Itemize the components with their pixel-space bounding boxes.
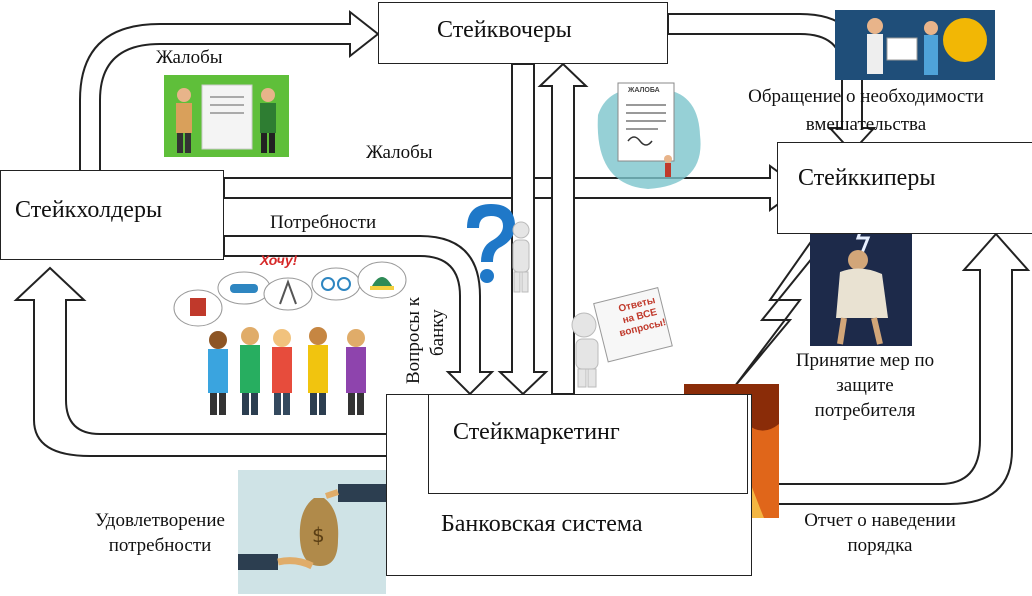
complaint-document-illustration: ЖАЛОБА xyxy=(588,75,708,195)
stakeholders-node: Стейкхолдеры xyxy=(0,170,224,260)
stakevouchers-node: Стейквочеры xyxy=(378,2,668,64)
complaints-top-label: Жалобы xyxy=(156,47,223,68)
stakemarketing-node: Стейкмаркетинг xyxy=(428,394,748,494)
svg-text:$: $ xyxy=(312,523,325,547)
bank-questions-label: Вопросы к банку xyxy=(402,297,450,384)
bank-questions-line-2: банку xyxy=(427,309,448,356)
arrow-needs-to-marketing xyxy=(223,235,495,396)
bank-questions-line-1: Вопросы к xyxy=(403,297,424,384)
protection-line-3: потребителя xyxy=(814,400,916,421)
arrow-report-loop xyxy=(751,232,1031,505)
satisfaction-line-2: потребности xyxy=(108,535,212,556)
answers-illustration: Ответы на ВСЕ вопросы! xyxy=(566,285,676,390)
stakemarketing-label: Стейкмаркетинг xyxy=(453,419,620,445)
stakekeepers-label: Стейккиперы xyxy=(798,165,936,191)
arrow-marketing-to-vouchers xyxy=(537,62,589,395)
question-illustration xyxy=(455,200,540,295)
protection-line-1: Принятие мер по xyxy=(795,350,935,371)
protection-label: Принятие мер по защите потребителя xyxy=(770,348,960,423)
contract-illustration xyxy=(164,75,289,157)
intervention-line-2: вмешательства xyxy=(805,114,927,135)
protection-line-2: защите xyxy=(836,375,894,396)
report-label: Отчет о наведении порядка xyxy=(782,508,978,558)
stakekeepers-node: Стейккиперы xyxy=(777,142,1032,234)
intervention-label: Обращение о необходимости вмешательства xyxy=(716,83,1016,139)
complaints-mid-label: Жалобы xyxy=(366,142,433,163)
needs-label: Потребности xyxy=(270,212,377,233)
satisfaction-label: Удовлетворение потребности xyxy=(74,508,246,558)
report-line-2: порядка xyxy=(847,535,913,556)
arrow-vouchers-to-keepers xyxy=(667,13,877,154)
stakevouchers-label: Стейквочеры xyxy=(437,17,572,43)
satisfaction-line-1: Удовлетворение xyxy=(95,510,225,531)
stakeholders-label: Стейкхолдеры xyxy=(15,197,163,223)
people-wish-text: Хочу! xyxy=(260,252,298,268)
complaint-doc-title: ЖАЛОБА xyxy=(628,87,660,94)
meeting-illustration xyxy=(835,10,995,80)
report-line-1: Отчет о наведении xyxy=(804,510,956,531)
money-bag-illustration: $ xyxy=(238,470,386,594)
people-wishes-illustration: Хочу! xyxy=(168,248,410,416)
intervention-line-1: Обращение о необходимости xyxy=(748,86,984,107)
banking-system-label: Банковская система xyxy=(441,511,643,537)
